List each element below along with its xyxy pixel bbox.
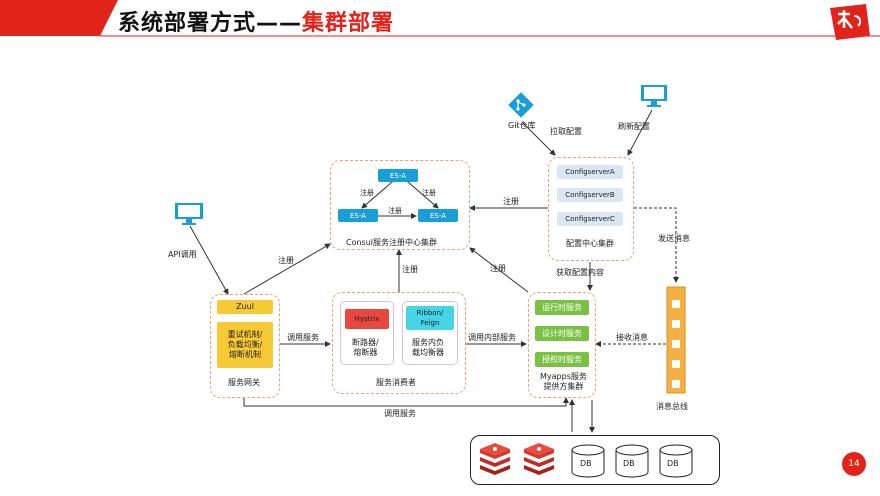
hystrix-desc: 断路器/ 熔断器 — [352, 338, 379, 358]
ribbon-desc: 服务内负 载均衡器 — [412, 338, 444, 358]
git-label: Git仓库 — [508, 121, 536, 130]
ribbon-group — [402, 301, 458, 365]
ribbon-line-1: Ribbon/ — [416, 309, 444, 317]
consul-edge-label-right: 注册 — [422, 189, 436, 197]
gateway-box — [210, 294, 280, 398]
page-number: 14 — [842, 452, 866, 476]
config-center-label: 配置中心集群 — [566, 239, 614, 248]
gw-register-label: 注册 — [278, 256, 294, 265]
database-cylinder-icon — [615, 444, 649, 478]
bottom-call-label: 调用服务 — [384, 409, 416, 418]
consul-cluster-box — [330, 160, 470, 250]
design-service: 设计时服务 — [535, 326, 589, 341]
gateway-label: 服务网关 — [228, 378, 260, 387]
redis-icon — [480, 443, 510, 475]
consumer-box — [332, 292, 466, 394]
configserver-a: ConfigserverA — [557, 165, 623, 179]
ribbon-desc-line-1: 服务内负 — [412, 338, 444, 347]
provider-label-line-2: 提供方集群 — [543, 382, 584, 391]
config-center-box — [548, 157, 634, 261]
zuul-node: Zuul — [217, 300, 273, 314]
database-cylinder-icon — [659, 444, 693, 478]
auth-service: 授权时服务 — [535, 352, 589, 367]
hystrix-group — [340, 301, 394, 365]
title-highlight: 集群部署 — [302, 11, 395, 36]
provider-label-line-1: Myapps服务 — [540, 372, 587, 381]
ribbon-line-2: Feign — [420, 319, 440, 327]
mechanism-line-2: 负载均衡/ — [227, 340, 263, 349]
redis-icon — [524, 443, 554, 475]
receive-message-label: 接收消息 — [616, 333, 648, 342]
configserver-b: ConfigserverB — [557, 188, 623, 202]
provider-label: Myapps服务 提供方集群 — [540, 372, 587, 392]
hystrix-node: Hystrix — [345, 309, 389, 329]
es-node-top: ES-A — [378, 169, 418, 182]
es-node-right: ES-A — [418, 209, 458, 222]
hystrix-desc-line-1: 断路器/ — [352, 338, 379, 347]
runtime-service: 运行时服务 — [535, 300, 589, 315]
ribbon-node: Ribbon/ Feign — [406, 306, 454, 330]
consul-cluster-label: Consul服务注册中心集群 — [346, 238, 438, 247]
es-node-left: ES-A — [338, 209, 378, 222]
hystrix-desc-line-2: 熔断器 — [353, 348, 378, 357]
refresh-label: 刷新配置 — [618, 122, 650, 131]
refresh-monitor-icon — [641, 85, 667, 107]
message-bus-icon — [666, 286, 686, 394]
consul-edge-label-bottom: 注册 — [388, 207, 402, 215]
configserver-c: ConfigserverC — [557, 212, 623, 226]
db-label-1: DB — [580, 459, 592, 468]
provider-register-label: 注册 — [490, 264, 506, 273]
database-cylinder-icon — [571, 444, 605, 478]
config-register-label: 注册 — [503, 197, 519, 206]
gateway-mechanisms: 重试机制/ 负载均衡/ 熔断机制 — [217, 322, 273, 368]
mechanism-line-1: 重试机制/ — [227, 330, 263, 339]
get-config-label: 获取配置内容 — [556, 268, 604, 277]
git-pull-label: 拉取配置 — [550, 127, 582, 136]
call-service-label: 调用服务 — [287, 333, 319, 342]
header-band — [0, 0, 880, 37]
brand-logo-icon — [830, 4, 870, 40]
consul-edge-label-left: 注册 — [360, 189, 374, 197]
mechanism-line-3: 熔断机制 — [229, 350, 261, 359]
db-label-2: DB — [623, 459, 635, 468]
api-call-label: API调用 — [168, 250, 197, 259]
db-label-3: DB — [667, 459, 679, 468]
title-prefix: 系统部署方式—— — [118, 11, 303, 36]
consumer-label: 服务消费者 — [376, 378, 416, 387]
git-icon — [508, 92, 534, 118]
slide-title: 系统部署方式——集群部署 — [118, 5, 394, 37]
consumer-register-label: 注册 — [402, 265, 418, 274]
api-monitor-icon — [175, 203, 203, 225]
ribbon-desc-line-2: 载均衡器 — [412, 348, 444, 357]
storage-box — [470, 435, 720, 485]
message-bus-label: 消息总线 — [656, 402, 688, 411]
call-internal-label: 调用内部服务 — [468, 333, 516, 342]
send-message-label: 发送消息 — [658, 234, 690, 243]
provider-box — [528, 292, 596, 398]
